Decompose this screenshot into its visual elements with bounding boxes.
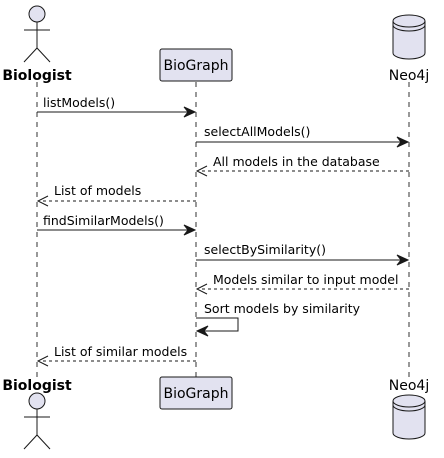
message-label: List of similar models [54, 344, 187, 359]
arrow-head [36, 355, 49, 367]
message-similar-models-reply: Models similar to input model [195, 272, 409, 295]
message-select-by-similarity: selectBySimilarity() [196, 242, 410, 266]
actor-icon [23, 392, 51, 450]
participant-biologist-bottom: Biologist [2, 378, 72, 450]
participant-box [159, 376, 233, 410]
participant-name: Neo4j [389, 68, 429, 84]
participant-biograph-top: BioGraph [159, 48, 233, 82]
participant-neo4j-top: Neo4j [389, 14, 429, 84]
message-label: Sort models by similarity [204, 301, 361, 316]
actor-icon [23, 5, 51, 63]
arrow-head [183, 224, 197, 236]
participant-name: BioGraph [163, 58, 228, 74]
database-icon [392, 394, 426, 440]
message-label: selectAllModels() [204, 124, 310, 139]
participant-name: BioGraph [163, 386, 228, 402]
participant-biograph-bottom: BioGraph [159, 376, 233, 410]
message-find-similar-models: findSimilarModels() [37, 213, 197, 236]
participant-biologist-top: Biologist [2, 5, 72, 84]
arrow-head [396, 136, 410, 148]
message-list-of-similar-models-reply: List of similar models [36, 344, 196, 367]
message-list-models: listModels() [37, 95, 197, 118]
message-label: List of models [54, 183, 141, 198]
message-select-all-models: selectAllModels() [196, 124, 410, 148]
arrow-head [183, 106, 197, 118]
message-label: All models in the database [213, 154, 380, 169]
message-label: selectBySimilarity() [204, 242, 326, 257]
message-list-of-models-reply: List of models [36, 183, 196, 207]
participant-name: Biologist [2, 68, 72, 84]
arrow-head [396, 254, 410, 266]
message-label: listModels() [43, 95, 115, 110]
message-all-models-reply: All models in the database [195, 154, 409, 177]
participant-neo4j-bottom: Neo4j [389, 378, 429, 440]
participant-name: Biologist [2, 378, 72, 394]
arrow-head [195, 325, 209, 337]
arrow-head [195, 283, 208, 295]
message-sort-models-self: Sort models by similarity [195, 301, 361, 337]
participant-name: Neo4j [389, 378, 429, 394]
message-label: findSimilarModels() [43, 213, 164, 228]
message-label: Models similar to input model [213, 272, 398, 287]
database-icon [392, 14, 426, 60]
message-arrow [196, 317, 239, 332]
participant-box [159, 48, 233, 82]
arrow-head [195, 165, 208, 177]
arrow-head [36, 195, 49, 207]
